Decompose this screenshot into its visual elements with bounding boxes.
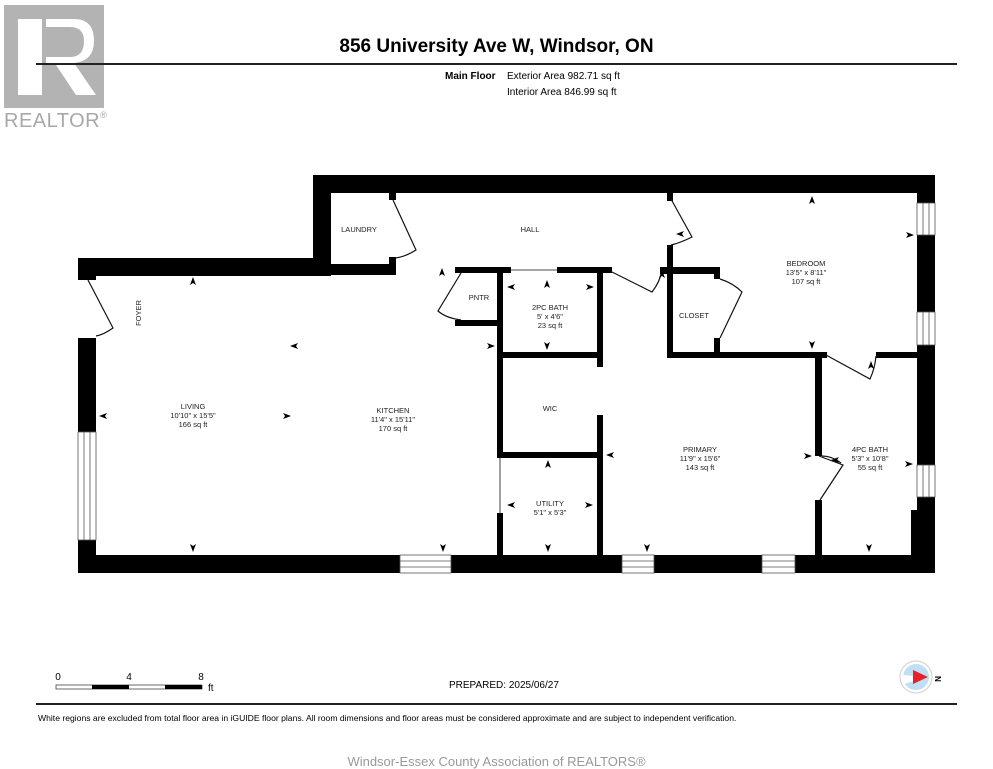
scale-tick-0: 0 (55, 672, 61, 683)
room-wic-label: WIC (543, 404, 558, 413)
room-living-label: LIVING (181, 402, 206, 411)
room-utility-dims: 5'1" x 5'3" (534, 508, 567, 517)
room-primary-area: 143 sq ft (686, 463, 716, 472)
room-laundry-label: LAUNDRY (341, 225, 377, 234)
realtor-r-mark-icon (4, 5, 104, 108)
room-pantry-label: PNTR (469, 293, 490, 302)
room-living-area: 166 sq ft (179, 420, 209, 429)
realtor-logo: REALTOR® (4, 5, 108, 133)
exterior-area: Exterior Area 982.71 sq ft (507, 71, 620, 82)
walls (78, 175, 935, 573)
floor-label: Main Floor (445, 71, 496, 82)
room-hall-label: HALL (521, 225, 540, 234)
room-bedroom-area: 107 sq ft (792, 277, 822, 286)
room-bedroom-dims: 13'5" x 8'11" (786, 268, 827, 277)
room-kitchen-dims: 11'4" x 15'11" (371, 415, 416, 424)
room-utility-label: UTILITY (536, 499, 564, 508)
room-2pc-bath-dims: 5' x 4'6" (537, 312, 563, 321)
interior-area: Interior Area 846.99 sq ft (507, 87, 617, 98)
room-4pc-bath-area: 55 sq ft (858, 463, 884, 472)
room-closet-label: CLOSET (679, 311, 709, 320)
area-summary: Main Floor Exterior Area 982.71 sq ft Int… (445, 69, 620, 101)
scale-bar: 0 4 8 ft (55, 672, 214, 694)
disclaimer-text: White regions are excluded from total fl… (38, 713, 737, 723)
prepared-date: PREPARED: 2025/06/27 (449, 680, 559, 691)
registered-mark: ® (100, 110, 108, 120)
association-footer: Windsor-Essex County Association of REAL… (347, 754, 646, 769)
room-primary-label: PRIMARY (683, 445, 717, 454)
room-kitchen-label: KITCHEN (377, 406, 410, 415)
room-2pc-bath-area: 23 sq ft (538, 321, 564, 330)
north-compass-icon: N (899, 660, 942, 694)
room-primary-dims: 11'9" x 15'6" (680, 454, 721, 463)
room-kitchen-area: 170 sq ft (379, 424, 409, 433)
room-bedroom-label: BEDROOM (787, 259, 826, 268)
compass-north-label: N (933, 676, 942, 682)
header-divider (36, 63, 957, 65)
page-title: 856 University Ave W, Windsor, ON (339, 36, 654, 57)
scale-tick-4: 4 (126, 672, 132, 683)
scale-tick-8: 8 (198, 672, 204, 683)
measurement-markers (99, 196, 914, 552)
realtor-wordmark: REALTOR (4, 110, 101, 132)
room-2pc-bath-label: 2PC BATH (532, 303, 568, 312)
room-living-dims: 10'10" x 15'5" (170, 411, 216, 420)
scale-unit: ft (208, 683, 214, 694)
room-4pc-bath-dims: 5'3" x 10'8" (852, 454, 889, 463)
footer-divider (36, 703, 957, 705)
windows (77, 202, 936, 574)
room-foyer-label: FOYER (134, 300, 143, 326)
room-4pc-bath-label: 4PC BATH (852, 445, 888, 454)
